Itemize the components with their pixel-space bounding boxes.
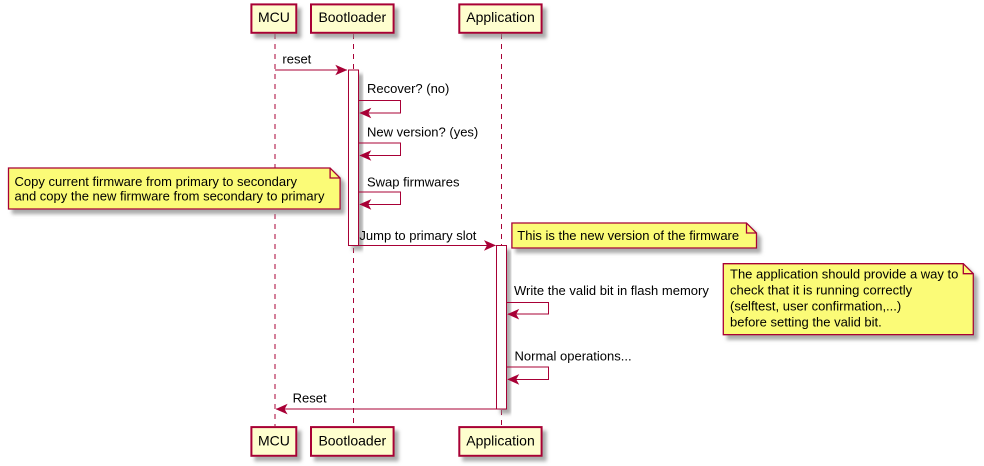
svg-text:MCU: MCU <box>258 9 290 25</box>
svg-text:Normal operations...: Normal operations... <box>515 349 632 364</box>
svg-text:check that it is running corre: check that it is running correctly <box>730 283 913 298</box>
svg-text:MCU: MCU <box>258 433 290 449</box>
svg-text:This is the new version of the: This is the new version of the firmware <box>517 228 739 243</box>
svg-text:and copy the new firmware from: and copy the new firmware from secondary… <box>15 188 325 203</box>
svg-text:Application: Application <box>466 433 535 449</box>
svg-text:Recover? (no): Recover? (no) <box>367 81 449 96</box>
svg-text:Application: Application <box>466 9 535 25</box>
svg-text:The application should provide: The application should provide a way to <box>730 267 958 282</box>
svg-text:reset: reset <box>282 51 311 66</box>
svg-text:Reset: Reset <box>293 391 327 406</box>
svg-text:New version? (yes): New version? (yes) <box>367 125 478 140</box>
svg-text:Write the valid bit in flash m: Write the valid bit in flash memory <box>514 283 709 298</box>
svg-text:before setting the valid bit.: before setting the valid bit. <box>730 314 882 329</box>
svg-text:Jump to primary slot: Jump to primary slot <box>359 228 476 243</box>
svg-text:Swap firmwares: Swap firmwares <box>367 174 460 189</box>
svg-text:Bootloader: Bootloader <box>318 433 386 449</box>
svg-text:(selftest, user confirmation,.: (selftest, user confirmation,...) <box>730 299 901 314</box>
svg-text:Copy current firmware from pri: Copy current firmware from primary to se… <box>15 174 298 189</box>
svg-text:Bootloader: Bootloader <box>318 9 386 25</box>
